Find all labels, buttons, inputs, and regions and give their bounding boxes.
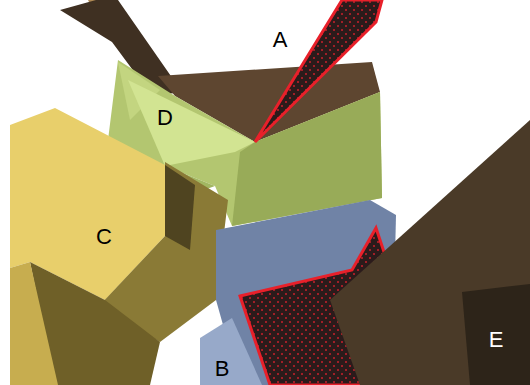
region-letter: B bbox=[215, 358, 230, 380]
region-letter: C bbox=[96, 226, 112, 248]
region-letter: A bbox=[273, 29, 288, 51]
region-letter: E bbox=[489, 329, 504, 351]
region-letter: D bbox=[157, 107, 173, 129]
